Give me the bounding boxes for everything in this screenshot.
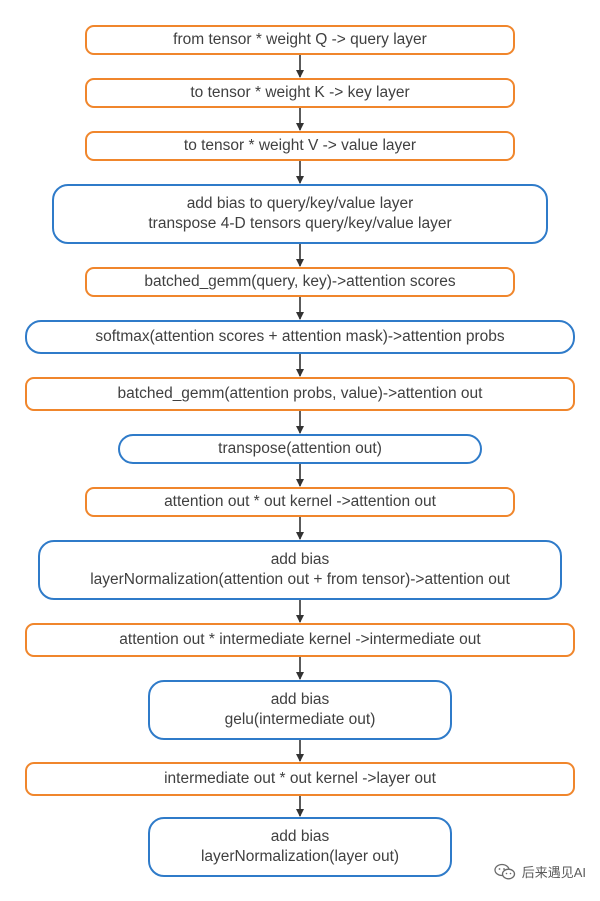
flow-step-6: softmax(attention scores + attention mas…: [25, 320, 575, 354]
flow-step-text: attention out * intermediate kernel ->in…: [119, 631, 481, 648]
flow-step-8: transpose(attention out): [118, 434, 482, 464]
watermark: 后来遇见AI: [494, 862, 586, 881]
flow-step-12: add bias gelu(intermediate out): [148, 680, 452, 740]
flow-step-7: batched_gemm(attention probs, value)->at…: [25, 377, 575, 411]
flow-step-3: to tensor * weight V -> value layer: [85, 131, 515, 161]
flow-step-9: attention out * out kernel ->attention o…: [85, 487, 515, 517]
flow-step-text: gelu(intermediate out): [224, 711, 376, 728]
flow-step-11: attention out * intermediate kernel ->in…: [25, 623, 575, 657]
flow-step-text: intermediate out * out kernel ->layer ou…: [164, 770, 436, 787]
wechat-icon: [494, 863, 516, 881]
flow-step-text: transpose(attention out): [218, 440, 382, 457]
flow-step-text: from tensor * weight Q -> query layer: [173, 31, 427, 48]
flow-step-text: layerNormalization(layer out): [200, 848, 400, 865]
flow-step-text: to tensor * weight K -> key layer: [190, 84, 410, 101]
flow-step-5: batched_gemm(query, key)->attention scor…: [85, 267, 515, 297]
flow-step-14: add bias layerNormalization(layer out): [148, 817, 452, 877]
flow-step-text: softmax(attention scores + attention mas…: [95, 328, 505, 345]
flow-step-10: add bias layerNormalization(attention out…: [38, 540, 562, 600]
flow-step-text: batched_gemm(attention probs, value)->at…: [117, 385, 483, 402]
flow-step-text: layerNormalization(attention out + from …: [90, 571, 510, 588]
flow-step-text: add bias to query/key/value layer: [186, 195, 414, 212]
flow-step-1: from tensor * weight Q -> query layer: [85, 25, 515, 55]
watermark-text: 后来遇见AI: [521, 865, 586, 880]
flow-step-text: add bias: [270, 691, 330, 708]
flow-step-13: intermediate out * out kernel ->layer ou…: [25, 762, 575, 796]
flow-step-text: add bias: [270, 551, 330, 568]
flow-step-text: to tensor * weight V -> value layer: [183, 137, 417, 154]
flow-step-4: add bias to query/key/value layer transpo…: [52, 184, 548, 244]
flow-step-2: to tensor * weight K -> key layer: [85, 78, 515, 108]
flow-step-text: add bias: [270, 828, 330, 845]
flow-step-text: attention out * out kernel ->attention o…: [164, 493, 436, 510]
flow-step-text: batched_gemm(query, key)->attention scor…: [144, 273, 456, 290]
flow-step-text: transpose 4-D tensors query/key/value la…: [148, 215, 452, 232]
